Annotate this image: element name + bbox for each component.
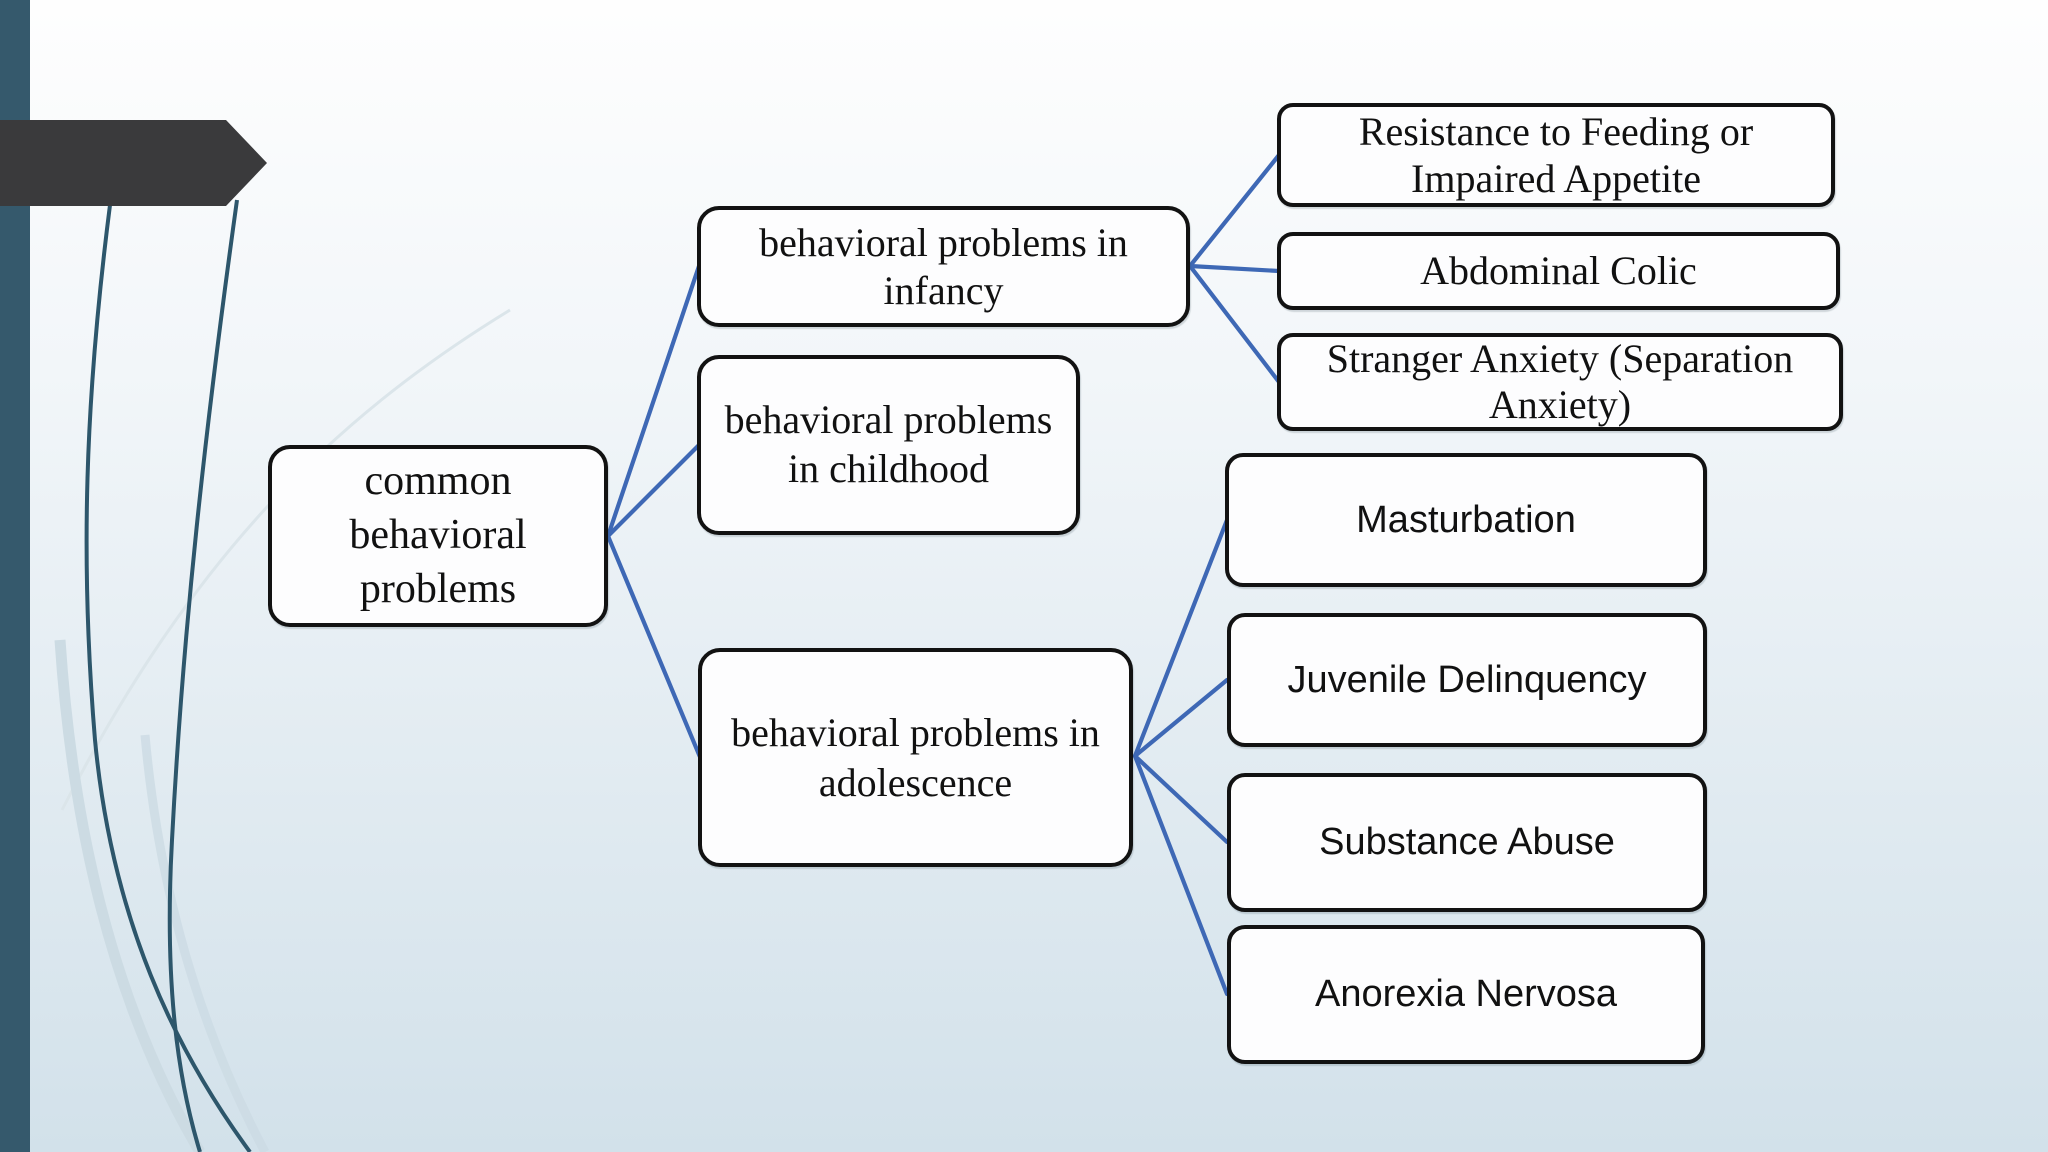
node-juvenile-delinquency: Juvenile Delinquency [1227, 613, 1707, 747]
swoosh-dark-curve [84, 204, 252, 1152]
connector-line [605, 442, 702, 539]
node-resistance-to-feeding: Resistance to Feeding or Impaired Appeti… [1277, 103, 1835, 207]
node-common-behavioral-problems: common behavioral problems [268, 445, 608, 627]
node-label-line: behavioral problems [724, 397, 1053, 443]
node-label-line: Resistance to Feeding or [1358, 108, 1754, 154]
connector-line [1132, 677, 1230, 759]
node-label-line: infancy [883, 267, 1004, 313]
node-stranger-anxiety: Stranger Anxiety (Separation Anxiety) [1277, 333, 1843, 431]
connector-line [1132, 517, 1230, 759]
node-behavioral-problems-childhood: behavioral problems in childhood [697, 355, 1080, 535]
connector-line [605, 533, 703, 760]
node-label-line: common [364, 458, 512, 505]
connector-line [1187, 152, 1282, 269]
node-label-line: behavioral problems in [759, 219, 1128, 265]
swoosh-light-curve [140, 734, 269, 1152]
connector-line [1132, 753, 1230, 997]
node-label-line: behavioral problems in [731, 709, 1100, 755]
node-label-line: Stranger Anxiety (Separation [1326, 336, 1794, 381]
swoosh-light-curve [54, 639, 205, 1152]
swoosh-faint-arc [60, 308, 511, 811]
node-masturbation: Masturbation [1225, 453, 1707, 587]
node-label-line: Juvenile Delinquency [1287, 658, 1647, 701]
node-behavioral-problems-adolescence: behavioral problems in adolescence [698, 648, 1133, 867]
arrow-banner [0, 120, 267, 206]
node-label-line: adolescence [818, 759, 1013, 805]
connector-line [1187, 263, 1282, 274]
node-behavioral-problems-infancy: behavioral problems in infancy [697, 206, 1190, 327]
swoosh-dark-curve [167, 199, 239, 1152]
node-anorexia-nervosa: Anorexia Nervosa [1227, 925, 1705, 1064]
connector-line [1132, 753, 1230, 845]
node-label-line: in childhood [787, 446, 990, 491]
node-label-line: problems [359, 565, 517, 612]
node-label-line: behavioral [349, 512, 527, 559]
node-label-line: Impaired Appetite [1411, 156, 1701, 201]
node-label-line: Anorexia Nervosa [1314, 973, 1618, 1015]
node-label-line: Masturbation [1356, 498, 1576, 541]
node-label-line: Anxiety) [1488, 382, 1632, 427]
node-substance-abuse: Substance Abuse [1227, 773, 1707, 912]
connector-line [605, 263, 702, 539]
node-label-line: Substance Abuse [1319, 821, 1615, 863]
node-label-line: Abdominal Colic [1420, 248, 1697, 293]
connector-line [1187, 263, 1282, 385]
node-abdominal-colic: Abdominal Colic [1277, 232, 1840, 310]
